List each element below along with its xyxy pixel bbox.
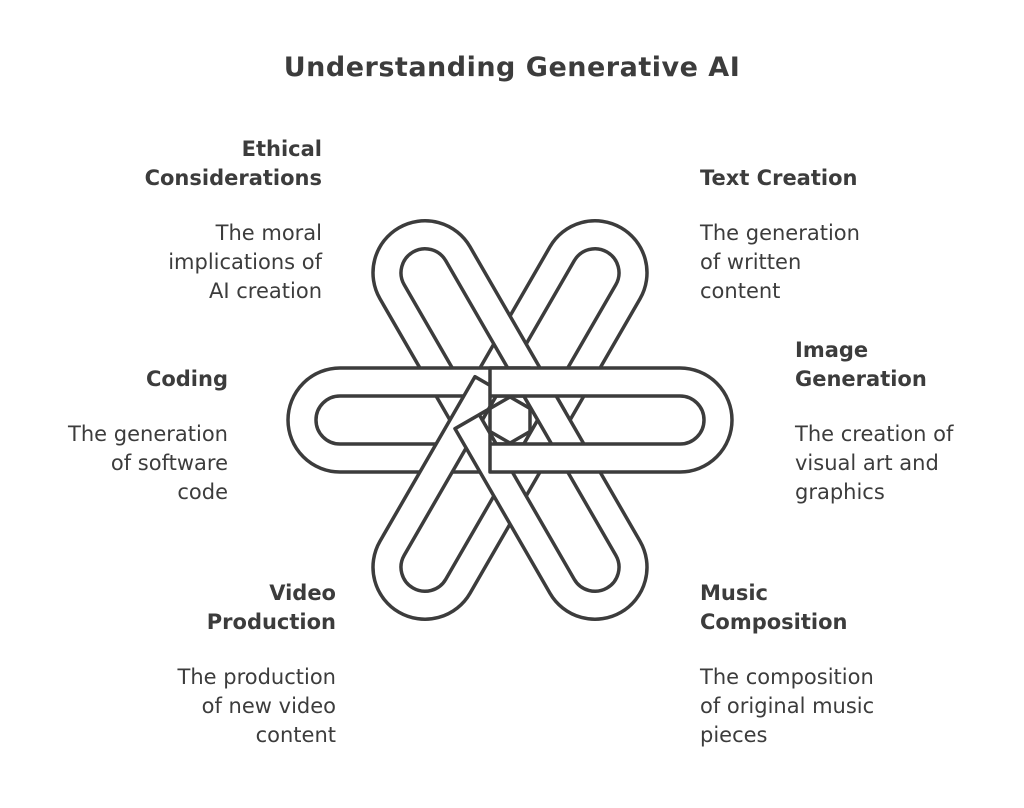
knot-loop-music xyxy=(453,374,649,621)
topic-image-description: The creation of visual art and graphics xyxy=(795,422,954,504)
topic-coding-description: The generation of software code xyxy=(68,422,228,504)
topic-video-description: The production of new video content xyxy=(177,665,337,747)
topic-image-heading: Image Generation xyxy=(795,338,927,391)
knot-loop-image xyxy=(488,366,734,474)
topic-text: Text Creation The generation of written … xyxy=(700,164,990,306)
topic-ethical-heading: Ethical Considerations xyxy=(144,137,322,190)
topic-text-heading: Text Creation xyxy=(700,166,858,190)
topic-coding: Coding The generation of software code xyxy=(0,365,228,507)
topic-video-heading: Video Production xyxy=(206,581,336,634)
topic-music: Music Composition The composition of ori… xyxy=(700,579,990,750)
topic-text-description: The generation of written content xyxy=(700,221,860,303)
diagram-title: Understanding Generative AI xyxy=(283,52,741,83)
topic-music-description: The composition of original music pieces xyxy=(700,665,875,747)
topic-video: Video Production The production of new v… xyxy=(46,579,337,750)
topic-ethical: Ethical Considerations The moral implica… xyxy=(32,135,322,306)
topic-music-heading: Music Composition xyxy=(700,581,848,634)
topic-coding-heading: Coding xyxy=(145,367,228,391)
topic-ethical-description: The moral implications of AI creation xyxy=(168,221,322,303)
topic-image: Image Generation The creation of visual … xyxy=(795,336,1020,507)
